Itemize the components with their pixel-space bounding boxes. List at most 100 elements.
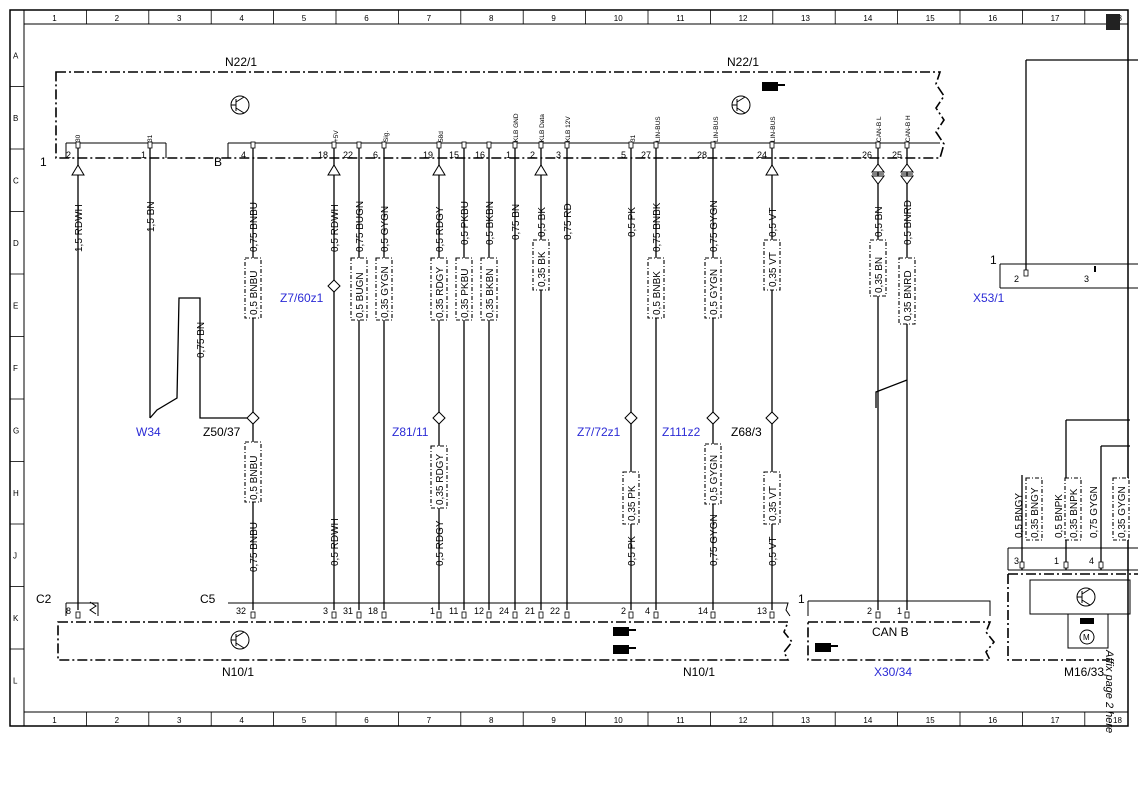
n22-label-left: N22/1 <box>225 55 257 69</box>
pin-number: 26 <box>862 150 872 160</box>
wire-label: 0,75 GYGN <box>709 200 720 252</box>
grid-column-label: 1 <box>52 716 57 725</box>
svg-text:0,35 RDGY: 0,35 RDGY <box>435 454 446 505</box>
wire-label: 0,5 BK <box>537 207 548 237</box>
grid-column-label: 10 <box>614 14 623 23</box>
grid-column-label: 3 <box>177 14 182 23</box>
pointing-hand-icon <box>613 627 636 636</box>
grid-column-label: 7 <box>427 14 432 23</box>
m16-label: M16/33 <box>1064 665 1104 679</box>
pin-number: 3 <box>556 150 561 160</box>
x53-label: X53/1 <box>973 291 1005 305</box>
pin-tab <box>904 141 910 149</box>
svg-text:0,5 GYGN: 0,5 GYGN <box>709 269 720 315</box>
pin-tab <box>1023 269 1029 277</box>
wire-label: 1,5 RDWH <box>74 204 85 252</box>
pin-tab <box>356 141 362 149</box>
wire-tag: 0,5 BNBK <box>647 257 665 319</box>
arrow-icon <box>534 164 548 176</box>
grid-column-label: 2 <box>115 716 120 725</box>
wire-tag: 0,35 VT <box>763 471 781 525</box>
connector-arrow-symbols <box>71 163 914 185</box>
svg-text:0,5 BNBU: 0,5 BNBU <box>249 456 260 500</box>
grid-column-label: 16 <box>988 716 997 725</box>
x53-connector: 1 2 3 X53/1 <box>973 253 1138 305</box>
svg-text:M: M <box>1083 633 1090 642</box>
pin-tab <box>486 141 492 149</box>
pin-number: 2 <box>66 150 71 160</box>
lower-boxed-labels: 0,5 BNBU 0,35 RDGY 0,35 PK 0,5 GYGN 0,35… <box>244 441 781 525</box>
pin-number: 11 <box>449 606 458 616</box>
svg-text:0,35 BK: 0,35 BK <box>537 251 548 287</box>
pin-tab <box>512 611 518 619</box>
grid-column-label: 15 <box>926 14 935 23</box>
double-arrow-icon <box>871 163 885 185</box>
x53-number: 1 <box>990 253 997 267</box>
n10-control-unit: C2 C5 N10/1 N10/1 <box>36 592 794 679</box>
pin-tab <box>356 611 362 619</box>
pin-number: 31 <box>343 606 353 616</box>
svg-text:0,35 BKBN: 0,35 BKBN <box>485 269 496 318</box>
splice-label-w34: W34 <box>136 425 161 439</box>
pin-tab <box>538 141 544 149</box>
transistor-icon <box>230 95 250 115</box>
pin-number: 4 <box>645 606 650 616</box>
grid-column-label: 17 <box>1051 14 1060 23</box>
grid-column-label: 13 <box>801 716 810 725</box>
pin-tab <box>710 141 716 149</box>
pin-tab <box>1098 561 1104 569</box>
grid-row-label: H <box>13 489 19 498</box>
wire-label: 0,75 BN <box>511 204 522 240</box>
pin-tab <box>461 611 467 619</box>
bottom-wire-labels: 0,75 BNBU 0,5 RDWH 0,5 RDGY 0,5 PK 0,75 … <box>249 514 779 572</box>
splice-diamond-icon <box>765 411 779 425</box>
connector-c2-label: C2 <box>36 592 52 606</box>
pin-tab <box>769 611 775 619</box>
pin-number: 14 <box>698 606 708 616</box>
x30-connector-label: 1 <box>798 592 805 606</box>
wire-label: 0,75 GYGN <box>1089 486 1100 538</box>
top-wire-labels: 1,5 RDWH 1,5 BN 0,75 BNBU 0,5 RDWH 0,75 … <box>74 200 914 252</box>
pointing-hand-icon <box>762 82 785 91</box>
wire-label: 0,5 BKBN <box>485 201 496 245</box>
grid-column-label: 6 <box>364 716 369 725</box>
wire-tag: 0,5 BNBU <box>244 257 262 319</box>
top-pin-numbers: 2 1 4 18 22 6 19 15 16 1 2 3 5 27 28 24 … <box>66 150 902 160</box>
wire-tag: 0,35 BKBN <box>480 257 498 321</box>
signal-label: LIN-BUS <box>770 116 777 142</box>
n22-label-right: N22/1 <box>727 55 759 69</box>
pin-tab <box>1019 561 1025 569</box>
connector-b-label: B <box>214 155 222 169</box>
transistor-icon <box>230 630 250 650</box>
wire-label: 0,5 PK <box>627 207 638 237</box>
grid-column-label: 18 <box>1113 716 1122 725</box>
pin-number: 1 <box>141 150 146 160</box>
signal-label: LIN-BUS <box>713 116 720 142</box>
pin-tab <box>486 611 492 619</box>
svg-text:0,5 BUGN: 0,5 BUGN <box>355 272 366 318</box>
pin-tab <box>461 141 467 149</box>
pin-number: 2 <box>621 606 626 616</box>
wire-label: 0,5 BNRD <box>903 200 914 245</box>
grid-column-label: 15 <box>926 716 935 725</box>
x30-can-distributor: 1 CAN B X30/34 <box>798 592 996 679</box>
connector-tabs <box>75 141 1104 619</box>
wire-label: 0,75 BUGN <box>355 201 366 252</box>
grid-row-label: K <box>13 614 19 623</box>
grid-row-label: D <box>13 239 19 248</box>
wire-tag: 0,35 BK <box>532 239 550 291</box>
pin-number: 21 <box>525 606 535 616</box>
grid-row-label: G <box>13 426 19 435</box>
signal-label: CAN-B H <box>905 115 912 142</box>
wire-label: 0,5 RDWH <box>330 518 341 566</box>
svg-text:0,35 GYGN: 0,35 GYGN <box>380 266 391 318</box>
pin-tab <box>538 611 544 619</box>
splice-label-z7-72: Z7/72z1 <box>577 425 621 439</box>
wire-label: 0,5 BNPK <box>1054 494 1065 538</box>
wire-tag: 0,35 GYGN <box>1112 477 1130 541</box>
svg-text:0,35 VT: 0,35 VT <box>768 252 779 287</box>
pin-number: 2 <box>1014 274 1019 284</box>
grid-column-label: 14 <box>863 14 872 23</box>
pin-number: 2 <box>530 150 535 160</box>
